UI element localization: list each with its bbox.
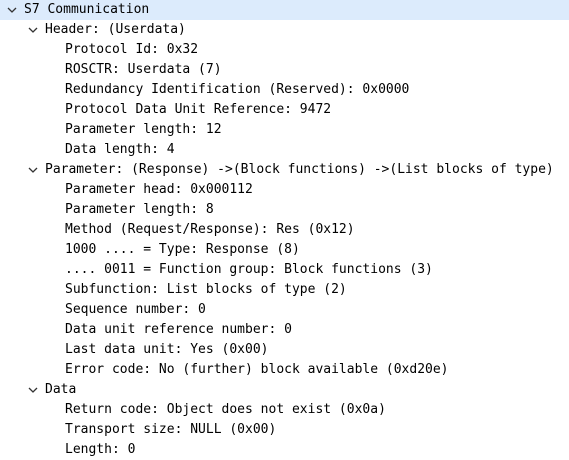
tree-leaf-data-length[interactable]: Data length: 4: [0, 140, 569, 160]
tree-leaf-label: Method (Request/Response): Res (0x12): [65, 222, 355, 237]
tree-leaf-rosctr[interactable]: ROSCTR: Userdata (7): [0, 60, 569, 80]
tree-leaf-data-unit-reference[interactable]: Data unit reference number: 0: [0, 320, 569, 340]
tree-leaf-label: Return code: Object does not exist (0x0a…: [65, 402, 386, 417]
tree-leaf-parameter-length[interactable]: Parameter length: 12: [0, 120, 569, 140]
tree-leaf-protocol-id[interactable]: Protocol Id: 0x32: [0, 40, 569, 60]
tree-node-s7-communication[interactable]: S7 Communication: [0, 0, 569, 20]
tree-leaf-label: Transport size: NULL (0x00): [65, 422, 277, 437]
tree-node-label: Header: (Userdata): [45, 22, 186, 37]
tree-leaf-error-code[interactable]: Error code: No (further) block available…: [0, 360, 569, 380]
tree-leaf-subfunction[interactable]: Subfunction: List blocks of type (2): [0, 280, 569, 300]
tree-leaf-label: Length: 0: [65, 442, 136, 457]
tree-leaf-transport-size[interactable]: Transport size: NULL (0x00): [0, 420, 569, 440]
tree-leaf-label: Subfunction: List blocks of type (2): [65, 282, 347, 297]
tree-leaf-last-data-unit[interactable]: Last data unit: Yes (0x00): [0, 340, 569, 360]
tree-leaf-method[interactable]: Method (Request/Response): Res (0x12): [0, 220, 569, 240]
tree-leaf-type[interactable]: 1000 .... = Type: Response (8): [0, 240, 569, 260]
tree-node-header[interactable]: Header: (Userdata): [0, 20, 569, 40]
tree-node-data[interactable]: Data: [0, 380, 569, 400]
tree-leaf-parameter-head[interactable]: Parameter head: 0x000112: [0, 180, 569, 200]
tree-node-label: Data: [45, 382, 77, 397]
tree-leaf-label: .... 0011 = Function group: Block functi…: [65, 262, 433, 277]
tree-node-label: S7 Communication: [24, 2, 150, 17]
tree-leaf-parameter-length[interactable]: Parameter length: 8: [0, 200, 569, 220]
tree-leaf-label: Data length: 4: [65, 142, 175, 157]
tree-leaf-pdu-reference[interactable]: Protocol Data Unit Reference: 9472: [0, 100, 569, 120]
tree-leaf-label: ROSCTR: Userdata (7): [65, 62, 222, 77]
tree-leaf-label: Parameter length: 8: [65, 202, 214, 217]
tree-leaf-label: Protocol Data Unit Reference: 9472: [65, 102, 332, 117]
tree-node-label: Parameter: (Response) ->(Block functions…: [45, 162, 554, 177]
tree-leaf-return-code[interactable]: Return code: Object does not exist (0x0a…: [0, 400, 569, 420]
tree-leaf-label: 1000 .... = Type: Response (8): [65, 242, 300, 257]
tree-leaf-label: Redundancy Identification (Reserved): 0x…: [65, 82, 410, 97]
chevron-down-icon[interactable]: [6, 0, 18, 20]
tree-leaf-length[interactable]: Length: 0: [0, 440, 569, 460]
tree-leaf-label: Sequence number: 0: [65, 302, 206, 317]
tree-leaf-function-group[interactable]: .... 0011 = Function group: Block functi…: [0, 260, 569, 280]
tree-leaf-label: Last data unit: Yes (0x00): [65, 342, 269, 357]
tree-node-parameter[interactable]: Parameter: (Response) ->(Block functions…: [0, 160, 569, 180]
tree-leaf-redundancy-identification[interactable]: Redundancy Identification (Reserved): 0x…: [0, 80, 569, 100]
chevron-down-icon[interactable]: [27, 380, 39, 400]
tree-leaf-label: Parameter length: 12: [65, 122, 222, 137]
chevron-down-icon[interactable]: [27, 160, 39, 180]
tree-leaf-label: Error code: No (further) block available…: [65, 362, 449, 377]
tree-leaf-label: Data unit reference number: 0: [65, 322, 292, 337]
chevron-down-icon[interactable]: [27, 20, 39, 40]
tree-leaf-sequence-number[interactable]: Sequence number: 0: [0, 300, 569, 320]
tree-leaf-label: Protocol Id: 0x32: [65, 42, 199, 57]
tree-leaf-label: Parameter head: 0x000112: [65, 182, 253, 197]
